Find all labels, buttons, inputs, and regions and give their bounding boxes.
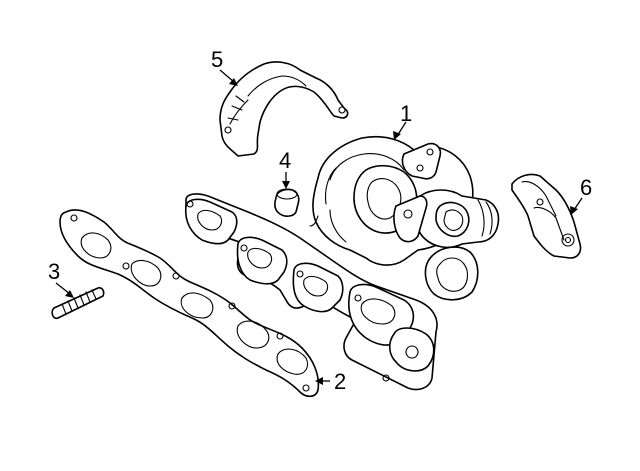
callout-5: 5 bbox=[211, 47, 223, 72]
callout-4: 4 bbox=[279, 148, 291, 173]
callout-2: 2 bbox=[334, 369, 346, 394]
side-bracket bbox=[511, 173, 582, 259]
upper-heat-shield bbox=[219, 61, 349, 157]
stud-bolt bbox=[51, 287, 105, 320]
plug-fitting bbox=[274, 188, 300, 217]
callout-1: 1 bbox=[400, 101, 412, 126]
callout-6: 6 bbox=[580, 175, 592, 200]
turbocharger-manifold-assembly bbox=[184, 135, 500, 391]
callout-leaders bbox=[55, 69, 583, 385]
manifold-gasket bbox=[59, 209, 320, 398]
callout-3: 3 bbox=[48, 259, 60, 284]
